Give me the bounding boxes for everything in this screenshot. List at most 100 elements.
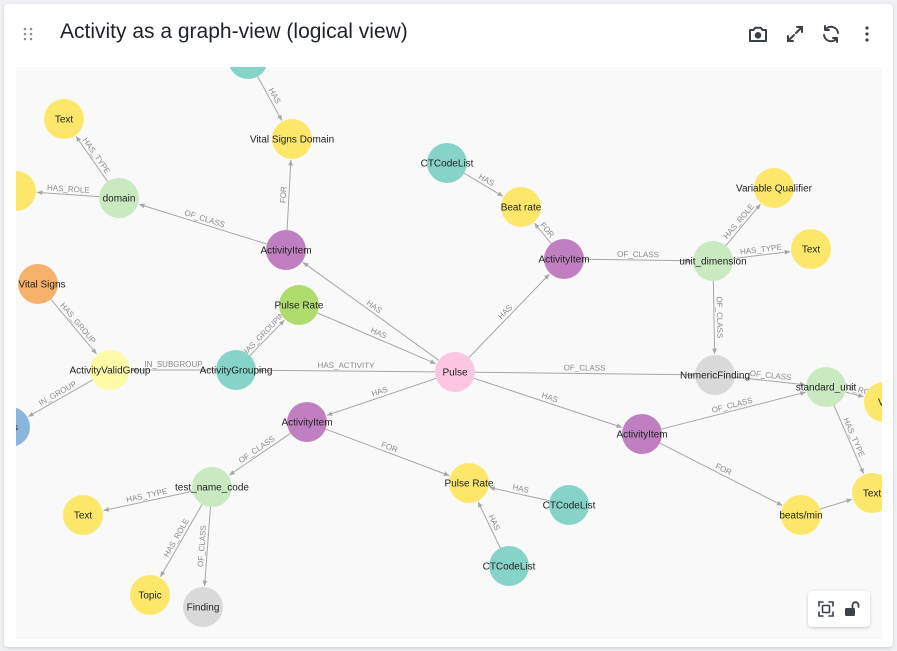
node-circle[interactable]: [754, 168, 794, 208]
node-circle[interactable]: [16, 407, 30, 447]
graph-node[interactable]: Text: [44, 99, 84, 139]
graph-node[interactable]: Vital Signs: [18, 264, 66, 304]
graph-node[interactable]: Vital Signs Domain: [250, 119, 334, 159]
node-circle[interactable]: [791, 229, 831, 269]
graph-node[interactable]: NumericFinding: [680, 355, 750, 395]
graph-node[interactable]: Va: [864, 382, 882, 422]
graph-node[interactable]: Beat rate: [501, 187, 542, 227]
graph-node[interactable]: ntifier: [16, 171, 36, 211]
graph-node[interactable]: unit_dimension: [679, 241, 747, 281]
graph-edge[interactable]: [317, 312, 436, 365]
node-circle[interactable]: [449, 463, 489, 503]
node-circle[interactable]: [272, 119, 312, 159]
graph-edge[interactable]: [257, 76, 283, 121]
graph-node[interactable]: Finding: [183, 587, 223, 627]
graph-node[interactable]: domain: [99, 178, 139, 218]
graph-edge[interactable]: [50, 299, 97, 355]
fullscreen-button[interactable]: [783, 22, 807, 46]
graph-edge[interactable]: [725, 203, 761, 246]
node-circle[interactable]: [544, 239, 584, 279]
node-circle[interactable]: [864, 382, 882, 422]
graph-edge[interactable]: [103, 490, 193, 512]
graph-node[interactable]: gns: [16, 407, 30, 447]
graph-edge[interactable]: [463, 172, 504, 197]
node-circle[interactable]: [183, 587, 223, 627]
more-menu-button[interactable]: [855, 22, 879, 46]
refresh-button[interactable]: [819, 22, 843, 46]
graph-edge[interactable]: [473, 377, 623, 428]
graph-edge[interactable]: [845, 391, 864, 398]
graph-edge[interactable]: [819, 498, 853, 510]
node-circle[interactable]: [216, 350, 256, 390]
node-circle[interactable]: [279, 285, 319, 325]
node-circle[interactable]: [695, 355, 735, 395]
graph-edge[interactable]: [468, 273, 550, 358]
graph-edge[interactable]: [533, 222, 552, 244]
node-circle[interactable]: [266, 230, 306, 270]
node-circle[interactable]: [228, 67, 268, 79]
graph-node[interactable]: Pulse: [435, 352, 475, 392]
graph-edge[interactable]: [734, 376, 806, 387]
node-circle[interactable]: [192, 467, 232, 507]
graph-node[interactable]: Text: [791, 229, 831, 269]
node-circle[interactable]: [549, 485, 589, 525]
graph-node[interactable]: Text: [852, 473, 882, 513]
graph-node[interactable]: Pulse Rate: [275, 285, 324, 325]
node-circle[interactable]: [90, 350, 130, 390]
graph-edge[interactable]: [712, 280, 717, 355]
lock-toggle-button[interactable]: [842, 599, 862, 619]
node-circle[interactable]: [130, 575, 170, 615]
graph-edge[interactable]: [286, 159, 293, 231]
graph-node[interactable]: CTCodeList: [543, 485, 596, 525]
node-circle[interactable]: [622, 414, 662, 454]
graph-edge[interactable]: [732, 249, 791, 260]
graph-edge[interactable]: [833, 405, 865, 474]
graph-node[interactable]: beats/min: [779, 495, 823, 535]
graph-edge[interactable]: [489, 486, 550, 502]
graph-edge[interactable]: [256, 367, 436, 373]
node-circle[interactable]: [435, 352, 475, 392]
node-circle[interactable]: [16, 171, 36, 211]
screenshot-button[interactable]: [746, 22, 770, 46]
graph-edge[interactable]: [659, 442, 783, 506]
graph-edge[interactable]: [326, 377, 437, 416]
graph-edge[interactable]: [138, 203, 268, 245]
graph-node[interactable]: test_name_code: [175, 467, 249, 507]
graph-node[interactable]: Topic: [130, 575, 170, 615]
node-circle[interactable]: [427, 143, 467, 183]
graph-edge[interactable]: [229, 432, 291, 476]
node-circle[interactable]: [489, 546, 529, 586]
graph-edge[interactable]: [75, 135, 108, 182]
node-circle[interactable]: [781, 495, 821, 535]
graph-node[interactable]: ActivityItem: [281, 402, 333, 442]
graph-edge[interactable]: [27, 379, 93, 418]
node-circle[interactable]: [18, 264, 58, 304]
fit-view-button[interactable]: [816, 599, 836, 619]
graph-node[interactable]: ActivityItem: [260, 230, 312, 270]
node-circle[interactable]: [806, 367, 846, 407]
node-circle[interactable]: [99, 178, 139, 218]
graph-node[interactable]: Text: [63, 495, 103, 535]
graph-edge[interactable]: [661, 391, 806, 430]
graph-edge[interactable]: [302, 261, 440, 361]
graph-node[interactable]: standard_unit: [796, 367, 857, 407]
graph-edge[interactable]: [36, 190, 100, 198]
node-circle[interactable]: [501, 187, 541, 227]
graph-node[interactable]: [228, 67, 268, 79]
graph-edge[interactable]: [583, 258, 693, 264]
graph-node[interactable]: Variable Qualifier: [736, 168, 813, 208]
graph-node[interactable]: CTCodeList: [421, 143, 474, 183]
graph-edge[interactable]: [202, 506, 212, 587]
node-circle[interactable]: [693, 241, 733, 281]
graph-edge[interactable]: [325, 428, 450, 477]
graph-node[interactable]: ActivityGrouping: [200, 350, 273, 390]
graph-node[interactable]: ActivityItem: [616, 414, 668, 454]
graph-edge[interactable]: [477, 501, 501, 549]
graph-edge[interactable]: [474, 371, 695, 378]
graph-node[interactable]: ActivityValidGroup: [70, 350, 151, 390]
node-circle[interactable]: [44, 99, 84, 139]
graph-edge[interactable]: [249, 319, 285, 356]
graph-node[interactable]: ActivityItem: [538, 239, 590, 279]
node-circle[interactable]: [287, 402, 327, 442]
